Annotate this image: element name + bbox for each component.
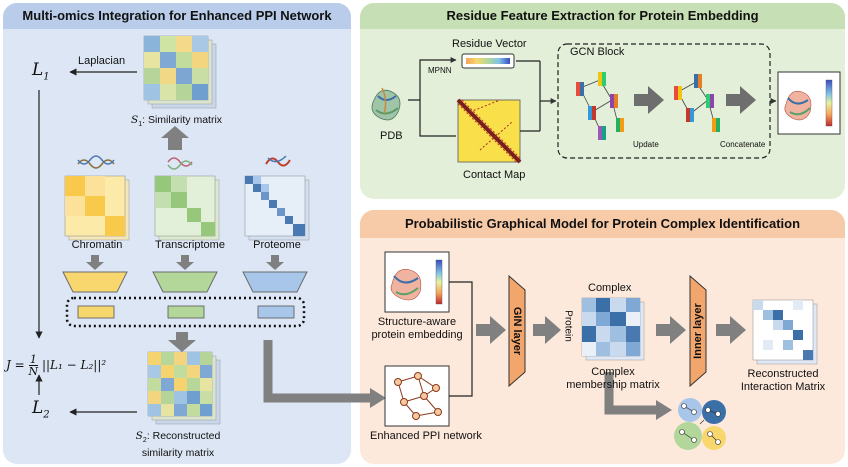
- gcn-arrow-1: [634, 86, 664, 114]
- proteome-matrix: [244, 175, 310, 241]
- encoder-proteome: [242, 271, 308, 293]
- arrow-to-gin: [476, 316, 506, 344]
- structure-aware-embedding: [384, 251, 450, 313]
- l2-subscript: 2: [43, 409, 50, 421]
- arrow-to-clusters: [604, 372, 660, 415]
- s1-symbol: S: [131, 114, 139, 126]
- residue-vector-fill: [466, 58, 510, 64]
- latent-chromatin: [77, 305, 115, 319]
- membership-matrix-label-2: membership matrix: [566, 379, 660, 391]
- encoder-chromatin: [62, 271, 128, 293]
- gin-layer-label: GIN layer: [511, 306, 523, 356]
- contact-map-label: Contact Map: [463, 169, 526, 181]
- s2-label-2: similarity matrix: [141, 447, 215, 460]
- similarity-matrix-s1: [143, 35, 217, 109]
- rna-icon: [167, 157, 193, 170]
- s2-subscript: 2: [142, 437, 147, 445]
- latent-proteome: [257, 305, 295, 319]
- protein-complex-clusters: [674, 398, 726, 450]
- top-right-panel: [360, 3, 845, 199]
- arrow-to-complex: [533, 316, 561, 344]
- protein-icon: [265, 155, 291, 167]
- dna-icon: [77, 155, 115, 169]
- latent-transcriptome: [167, 305, 205, 319]
- chromatin-label: Chromatin: [71, 239, 123, 251]
- concatenate-label: Concatenate: [720, 140, 766, 149]
- complex-axis-label: Complex: [588, 282, 632, 294]
- encoder-transcriptome: [152, 271, 218, 293]
- s2-caption: S2: Reconstructed similarity matrix: [118, 430, 238, 460]
- arrow-to-inner: [656, 316, 686, 344]
- s1-caption: S1: Similarity matrix: [131, 114, 222, 128]
- transcriptome-matrix: [154, 175, 220, 241]
- reconstructed-interaction-matrix: [752, 299, 818, 365]
- mpnn-arrow: [408, 57, 457, 101]
- down-arrow-to-s2: [168, 332, 196, 352]
- enhanced-ppi-network: [384, 365, 450, 427]
- gin-layer-shape: [508, 274, 526, 388]
- top-right-panel-title: Residue Feature Extraction for Protein E…: [360, 3, 845, 29]
- pdb-structure-icon: [371, 87, 401, 121]
- complex-membership-matrix: [581, 297, 645, 361]
- laplacian-label: Laplacian: [78, 55, 126, 67]
- gcn-graph-1-nodes: [576, 72, 624, 140]
- contact-arrow: [419, 100, 456, 137]
- l1-label: L1: [32, 60, 50, 83]
- s1-label: : Similarity matrix: [142, 114, 223, 126]
- l1-subscript: 1: [43, 71, 50, 83]
- s1-subscript: 1: [138, 121, 143, 129]
- inner-layer-shape: [689, 274, 707, 388]
- s2-label: : Reconstructed: [146, 430, 221, 442]
- inner-layer-label: Inner layer: [692, 303, 704, 359]
- pdb-label: PDB: [380, 130, 403, 142]
- protein-embedding-output: [777, 71, 841, 135]
- transcriptome-label: Transcriptome: [155, 239, 225, 251]
- reconstructed-similarity-matrix-s2: [147, 351, 221, 425]
- loss-rest: ||L₁ − L₂||²: [41, 358, 107, 372]
- l2-label: L2: [32, 398, 50, 421]
- bottom-right-panel-title: Probabilistic Graphical Model for Protei…: [360, 210, 845, 238]
- chromatin-matrix: [64, 175, 130, 241]
- loss-frac-num: 1: [28, 353, 39, 366]
- protein-axis-label: Protein: [562, 310, 574, 342]
- s2-symbol: S: [135, 430, 143, 442]
- down-arrow-chromatin: [86, 255, 104, 270]
- loss-j: J =: [6, 358, 25, 372]
- arrow-to-ppi-network: [263, 340, 374, 403]
- proteome-label: Proteome: [253, 239, 301, 251]
- arrow-to-reconstructed: [716, 316, 746, 344]
- left-panel-title: Multi-omics Integration for Enhanced PPI…: [3, 3, 351, 29]
- gcn-block-label: GCN Block: [570, 46, 625, 58]
- down-arrow-transcriptome: [176, 255, 194, 270]
- down-arrow-proteome: [266, 255, 284, 270]
- gcn-graph-2-nodes: [674, 74, 720, 132]
- gcn-arrow-2: [726, 86, 756, 114]
- mpnn-label: MPNN: [428, 66, 452, 75]
- reconstructed-matrix-label-2: Interaction Matrix: [740, 381, 826, 393]
- ppi-network-label: Enhanced PPI network: [370, 430, 482, 442]
- update-label: Update: [633, 140, 659, 149]
- latent-dotted-box: [65, 296, 306, 328]
- contact-map: [456, 98, 522, 164]
- residue-vector-label: Residue Vector: [452, 38, 527, 50]
- up-arrow-to-s1: [161, 126, 189, 150]
- loss-equation: J = 1 N ||L₁ − L₂||²: [6, 354, 106, 377]
- loss-frac-den: N: [28, 365, 39, 378]
- structure-aware-label-2: protein embedding: [371, 329, 463, 341]
